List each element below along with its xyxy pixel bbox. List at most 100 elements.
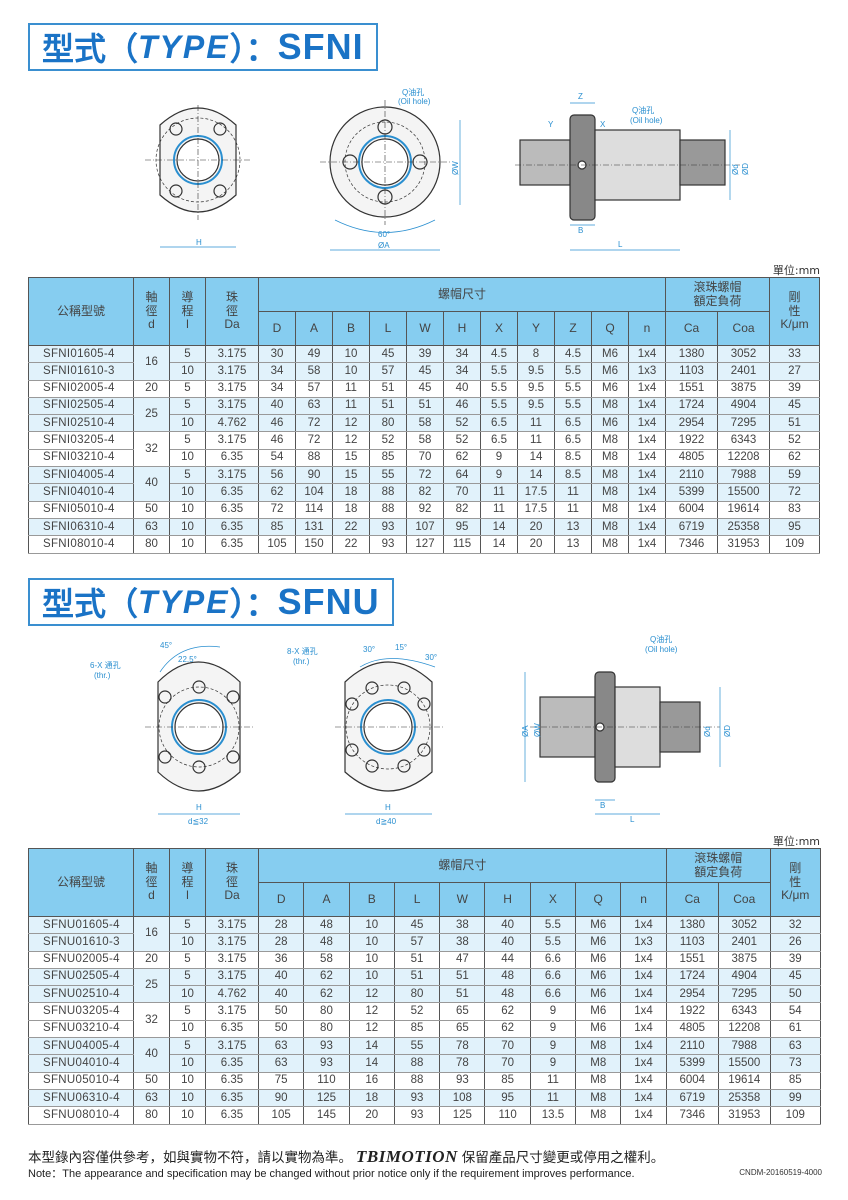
label-w: ØW [451,161,460,175]
cell-value: 72 [258,500,296,519]
cell-value: 2401 [717,933,771,952]
cell-value: 6.35 [205,448,259,468]
cell-value: 4805 [665,448,719,468]
cell-value: 125 [303,1088,350,1108]
header-col-q: Q [575,882,622,917]
label-b: B [600,801,605,810]
cell-value: 10 [169,448,206,468]
cell-shaft-dia: 50 [133,1071,170,1090]
cell-shaft-dia: 40 [133,466,170,502]
cell-value: 65 [439,1002,486,1021]
cell-value: 40 [484,933,531,952]
brand-name: TBIMOTION [356,1147,458,1166]
cell-value: 131 [295,517,333,537]
cell-value: 49 [295,344,333,364]
title-prefix: 型式（ [42,585,139,623]
label-d-small: d≦32 [188,817,209,826]
cell-model: SFNU02005-4 [28,950,134,969]
cell-value: M8 [591,431,629,450]
cell-value: 40 [257,967,305,987]
cell-value: 32 [769,915,821,935]
cell-value: 33 [769,344,821,364]
cell-value: 3.175 [205,431,259,450]
cell-value: 3.175 [205,915,259,935]
cell-value: 55 [369,466,407,485]
cell-value: 145 [303,1106,350,1125]
cell-value: 9 [529,1054,577,1073]
cell-value: 10 [169,1088,206,1108]
sfni-drawings: H Q油孔 (Oil hole) ØW 60° ØA Z Y X Q油孔 (Oi… [145,87,750,251]
label-angle-15: 15° [395,643,407,652]
header-col-d: D [258,311,296,346]
cell-value: 52 [443,414,481,433]
unit-label: 單位:mm [772,835,820,848]
cell-value: 115 [443,535,481,554]
cell-shaft-dia: 80 [133,535,170,554]
cell-value: 4904 [717,396,771,416]
cell-value: 18 [332,500,370,519]
cell-value: 62 [484,1002,531,1021]
cell-value: 9 [529,1037,577,1056]
model-name: SFNI [277,26,364,67]
header-col-n: n [620,882,667,917]
label-dd: ØD [741,163,750,175]
header-part: d [148,888,155,903]
title-type: TYPE [138,28,230,65]
cell-value: 50 [257,1002,305,1021]
cell-value: 54 [258,448,296,468]
cell-value: 50 [769,985,821,1004]
cell-value: 1x4 [627,535,667,554]
cell-value: 1x4 [620,1054,667,1073]
label-oil-hole-en-2: (Oil hole) [630,116,663,125]
cell-value: 45 [406,362,444,381]
cell-value: 7346 [665,535,719,554]
cell-value: 40 [484,915,531,935]
cell-value: 2954 [665,985,719,1004]
header-part: 珠 [225,289,238,304]
cell-value: 114 [295,500,333,519]
cell-value: 82 [443,500,481,519]
cell-model: SFNI08010-4 [28,535,134,554]
cell-value: 6.6 [529,967,577,987]
label-a: ØA [521,725,530,737]
cell-value: 82 [406,483,444,502]
cell-value: 1x4 [620,1088,667,1108]
cell-value: 5 [169,1002,206,1021]
cell-value: 10 [169,500,206,519]
cell-value: 85 [484,1071,531,1090]
cell-value: 58 [406,414,444,433]
cell-shaft-dia: 40 [133,1037,170,1073]
cell-value: 52 [393,1002,441,1021]
label-h: H [196,238,202,247]
cell-value: 63 [769,1037,821,1056]
cell-value: 5.5 [554,379,592,398]
cell-value: 51 [439,967,486,987]
cell-value: 58 [406,431,444,450]
cell-value: 10 [348,950,395,969]
header-text: 公稱型號 [56,303,105,318]
cell-value: 1x4 [627,500,667,519]
cell-value: 40 [257,985,305,1004]
cell-shaft-dia: 63 [133,517,170,537]
cell-value: 10 [348,933,395,952]
cell-value: 9.5 [517,396,555,416]
cell-value: 5 [169,431,206,450]
cell-value: 11 [332,379,370,398]
cell-value: 5.5 [480,379,518,398]
cell-value: 12 [332,414,370,433]
cell-value: 12208 [717,1019,771,1039]
cell-value: 9 [529,1019,577,1039]
header-col-x: X [480,311,518,346]
cell-value: 83 [769,500,821,519]
title-suffix: ）： [229,30,278,68]
header-part: d [148,317,155,332]
cell-value: 14 [348,1037,395,1056]
header-part: 性 [789,874,802,889]
cell-value: M8 [575,1071,622,1090]
cell-model: SFNU03205-4 [28,1002,134,1021]
label-d: Ød [703,726,712,737]
header-part: 導 [181,289,194,304]
